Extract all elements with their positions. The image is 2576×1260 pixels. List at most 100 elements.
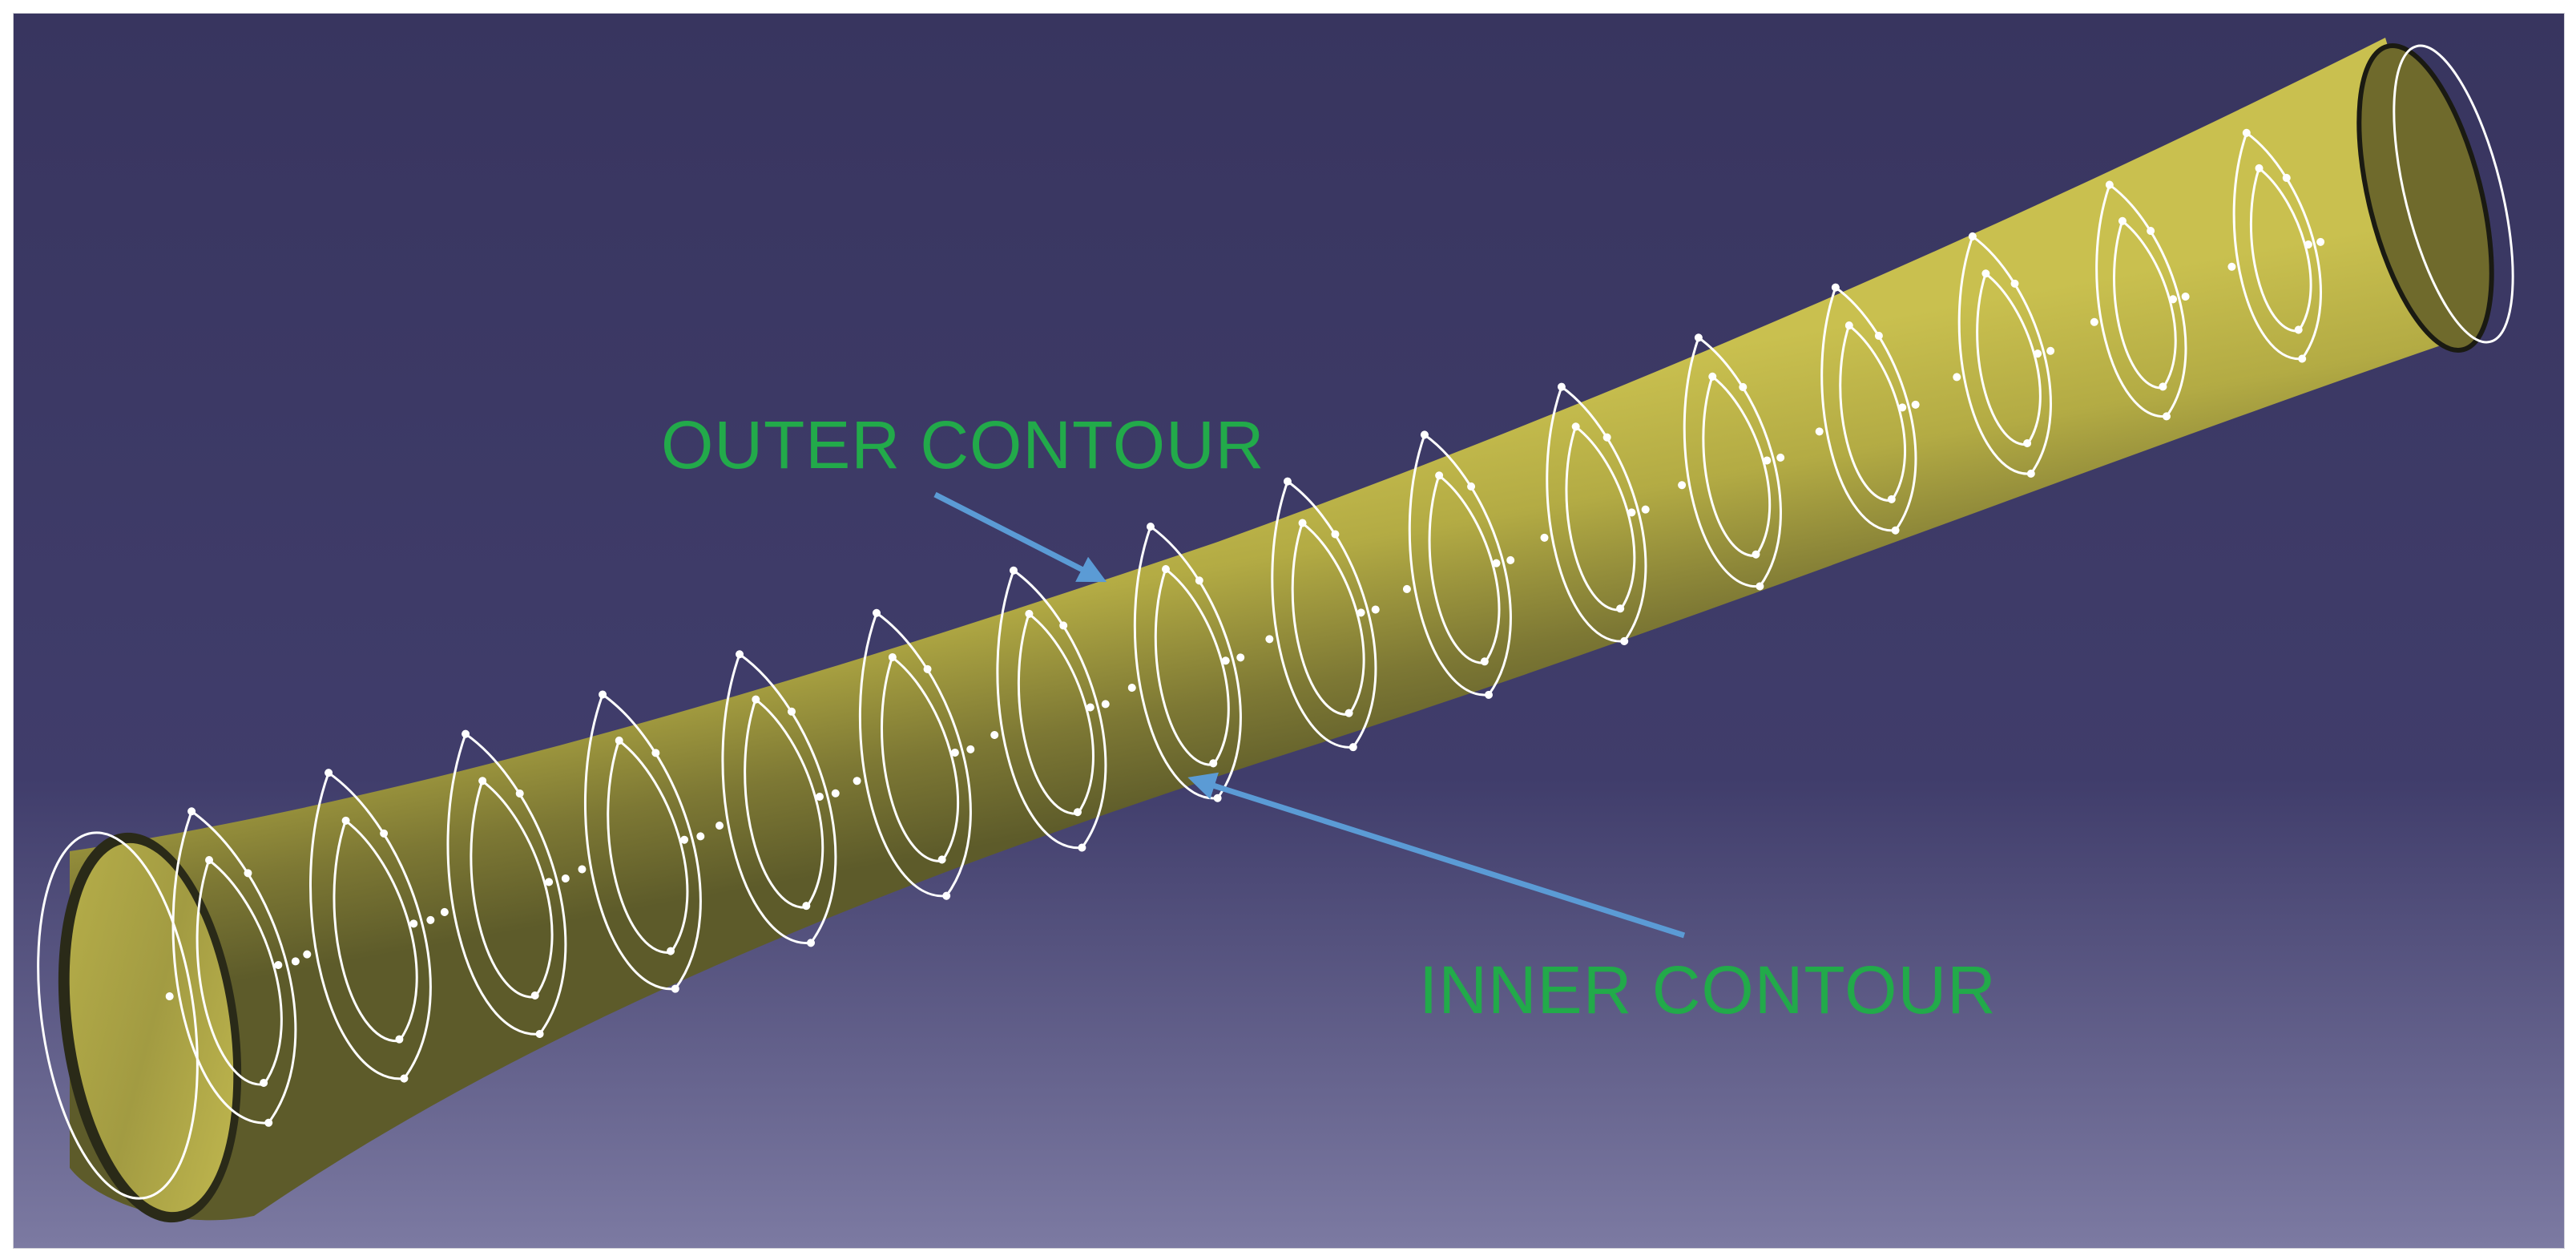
contour-vertex [696,832,705,841]
contour-vertex [1694,333,1703,342]
contour-vertex [1331,530,1340,539]
contour-vertex [1221,656,1230,665]
contour-vertex [1678,481,1687,490]
contour-vertex [325,769,333,777]
end-face-right [2356,43,2514,353]
contour-vertex [291,957,300,966]
contour-vertex [815,792,824,801]
contour-vertex [680,835,689,844]
contour-vertex [2046,346,2055,355]
contour-vertex [1844,321,1853,330]
contour-vertex [1127,684,1136,693]
contour-vertex [1506,555,1515,564]
contour-section [1265,477,1380,752]
contour-vertex [1435,471,1444,480]
contour-vertex [1485,690,1494,699]
contour-vertex [409,919,418,928]
contour-vertex [1265,635,1274,644]
contour-vertex [1620,636,1629,645]
contour-section [1402,430,1515,699]
contour-vertex [578,865,587,874]
contour-vertex [1101,700,1110,709]
contour-vertex [1195,576,1203,585]
contour-vertex [400,1074,409,1083]
contour-section [853,608,975,900]
contour-vertex [2090,317,2098,326]
contour-vertex [205,856,214,865]
contour-vertex [831,789,840,798]
contour-vertex [2163,412,2171,421]
contour-vertex [806,939,815,947]
contour-section [2227,128,2325,363]
contour-vertex [440,907,449,916]
contour-vertex [341,816,350,825]
contour-vertex [1831,283,1840,292]
contour-vertex [1161,565,1170,574]
contour-vertex [1616,604,1625,613]
contour-vertex [2010,279,2019,288]
contour-vertex [1763,456,1772,465]
contour-vertex [2026,469,2035,478]
contour-vertex [2159,382,2167,391]
contour-vertex [515,789,524,798]
contour-vertex [1540,533,1549,542]
contour-vertex [2023,438,2032,447]
contour-vertex [667,947,675,955]
contour-vertex [478,777,487,785]
contour-vertex [462,729,470,738]
contour-vertex [966,745,975,753]
contour-vertex [1480,657,1489,666]
contour-vertex [1953,373,1961,382]
contour-vertex [2294,325,2303,334]
contour-vertex [2255,164,2264,172]
contour-vertex [244,869,252,878]
contour-vertex [1756,582,1764,591]
contour-section [716,650,840,947]
contour-vertex [1627,508,1636,517]
contour-section [1815,283,1920,535]
contour-vertex [2147,227,2155,236]
contour-vertex [2118,216,2127,225]
contour-vertex [1891,526,1900,535]
contour-section [1678,333,1785,591]
contour-section [440,729,570,1038]
contour-vertex [950,748,959,757]
contour-vertex [752,695,760,704]
contour-vertex [1209,759,1218,768]
contour-vertex [380,829,389,838]
contour-vertex [787,707,796,716]
outer-contour-label: OUTER CONTOUR [661,407,1265,483]
contour-vertex [260,1078,268,1087]
contour-vertex [1981,269,1990,278]
contour-vertex [1086,703,1094,712]
contour-vertex [2181,292,2190,301]
contour-vertex [942,891,951,900]
contour-vertex [303,950,312,959]
contour-vertex [2242,128,2251,137]
contour-vertex [1298,519,1307,527]
contour-vertex [1739,382,1748,391]
contour-vertex [1078,843,1086,852]
contour-vertex [2282,173,2291,182]
inner-contour-label: INNER CONTOUR [1419,952,1997,1028]
tube-body [70,38,2473,1221]
contour-vertex [1059,621,1068,630]
contour-vertex [2034,349,2042,358]
contour-vertex [1371,605,1380,614]
contour-vertex [1467,482,1476,491]
contour-vertex [1344,709,1353,717]
contour-vertex [1874,331,1883,340]
contour-vertex [561,874,570,882]
contour-vertex [1898,403,1907,412]
contour-vertex [264,1118,273,1127]
contour-vertex [165,992,174,1001]
contour-vertex [671,984,679,993]
contour-vertex [1968,232,1977,240]
contour-vertex [1815,427,1824,436]
contour-section [303,769,435,1083]
contour-vertex [2316,237,2325,246]
contour-vertex [873,608,881,617]
contour-vertex [1283,477,1292,486]
contour-vertex [274,960,283,969]
contour-vertex [1236,653,1245,662]
